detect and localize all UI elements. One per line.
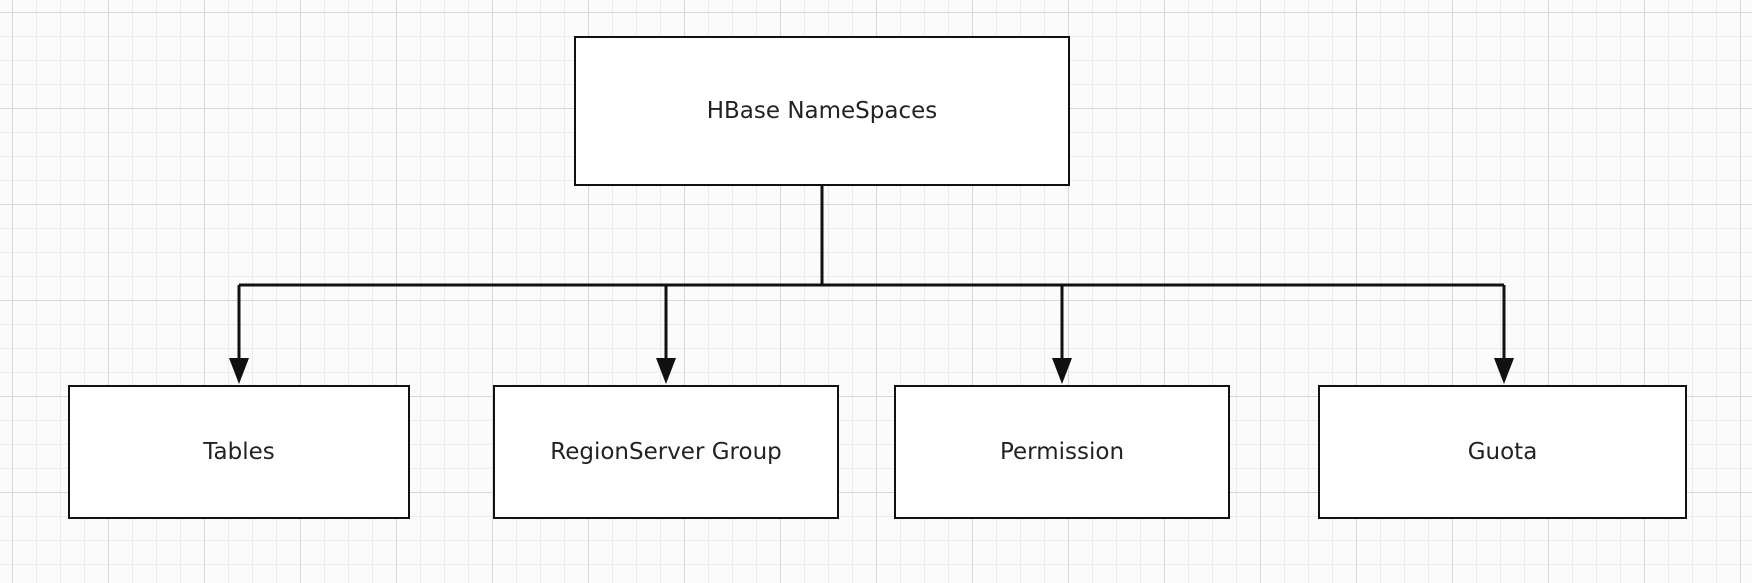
node-quota[interactable]: Guota (1318, 385, 1687, 519)
node-regionserver-group-label: RegionServer Group (550, 439, 782, 465)
arrowhead-quota (1494, 358, 1514, 384)
node-hbase-namespaces[interactable]: HBase NameSpaces (574, 36, 1070, 186)
node-permission[interactable]: Permission (894, 385, 1230, 519)
node-tables-label: Tables (203, 439, 275, 465)
node-permission-label: Permission (999, 439, 1125, 465)
node-tables[interactable]: Tables (68, 385, 410, 519)
arrowhead-tables (229, 358, 249, 384)
arrowhead-rsgroup (656, 358, 676, 384)
node-hbase-namespaces-label: HBase NameSpaces (706, 98, 938, 124)
node-regionserver-group[interactable]: RegionServer Group (493, 385, 839, 519)
arrowhead-permission (1052, 358, 1072, 384)
node-quota-label: Guota (1467, 439, 1538, 465)
